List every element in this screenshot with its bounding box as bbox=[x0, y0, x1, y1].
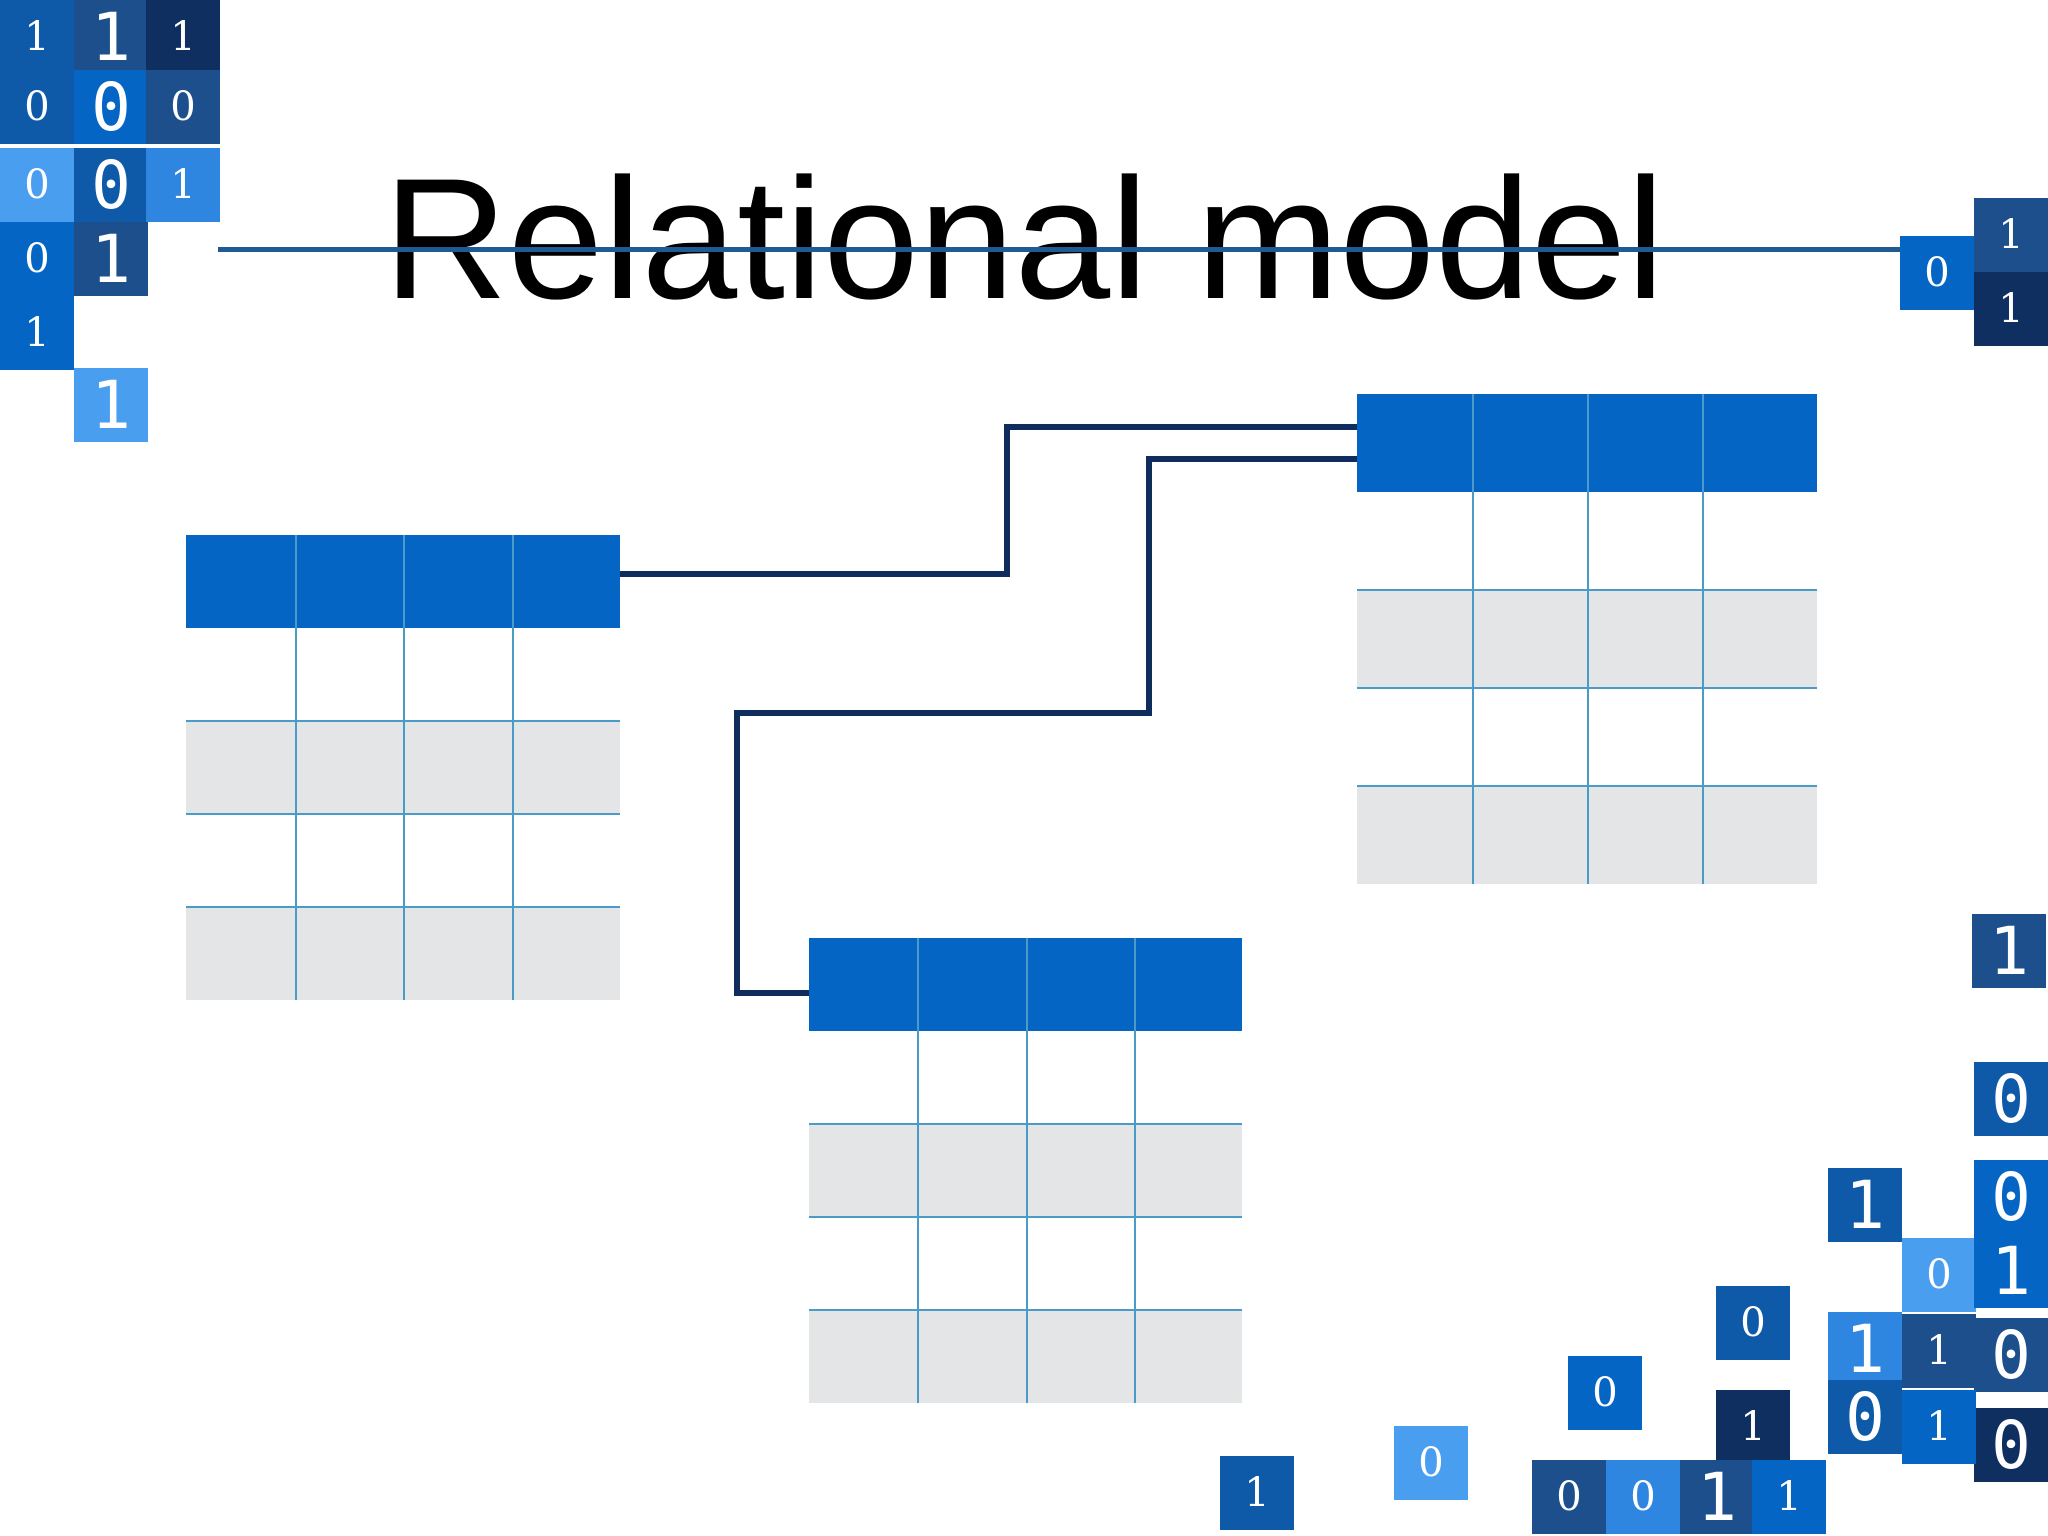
binary-digit-tile: 0 bbox=[74, 148, 148, 222]
binary-digit-tile: 0 bbox=[0, 222, 74, 296]
binary-digit-tile: 0 bbox=[1606, 1460, 1680, 1534]
binary-digit-tile: 1 bbox=[74, 222, 148, 296]
binary-digit-tile: 0 bbox=[74, 70, 148, 144]
binary-digit-tile: 1 bbox=[1974, 1234, 2048, 1308]
column-divider bbox=[295, 535, 297, 1000]
column-divider bbox=[403, 535, 405, 1000]
column-divider bbox=[917, 938, 919, 1403]
binary-digit-tile: 0 bbox=[1532, 1460, 1606, 1534]
binary-digit-tile: 1 bbox=[1974, 198, 2048, 272]
column-divider bbox=[1472, 394, 1474, 884]
binary-digit-tile: 1 bbox=[146, 0, 220, 74]
row-divider bbox=[809, 1309, 1242, 1311]
binary-digit-tile: 1 bbox=[1828, 1168, 1902, 1242]
binary-digit-tile: 1 bbox=[1220, 1456, 1294, 1530]
binary-digit-tile: 0 bbox=[1828, 1380, 1902, 1454]
column-divider bbox=[1026, 938, 1028, 1403]
binary-digit-tile: 1 bbox=[1902, 1390, 1976, 1464]
binary-digit-tile: 0 bbox=[146, 70, 220, 144]
binary-digit-tile: 0 bbox=[1974, 1160, 2048, 1234]
column-divider bbox=[512, 535, 514, 1000]
column-divider bbox=[1702, 394, 1704, 884]
binary-digit-tile: 1 bbox=[74, 368, 148, 442]
table-header bbox=[809, 938, 1242, 1031]
title-divider bbox=[218, 247, 1901, 252]
column-divider bbox=[1587, 394, 1589, 884]
binary-digit-tile: 1 bbox=[1680, 1460, 1754, 1534]
row-divider bbox=[809, 1123, 1242, 1125]
binary-digit-tile: 1 bbox=[0, 296, 74, 370]
binary-digit-tile: 1 bbox=[0, 0, 74, 74]
table-row bbox=[809, 1310, 1242, 1403]
table-row bbox=[809, 1217, 1242, 1310]
binary-digit-tile: 0 bbox=[1974, 1318, 2048, 1392]
binary-digit-tile: 0 bbox=[1716, 1286, 1790, 1360]
binary-digit-tile: 1 bbox=[1972, 914, 2046, 988]
binary-digit-tile: 1 bbox=[1828, 1312, 1902, 1386]
column-divider bbox=[1134, 938, 1136, 1403]
binary-digit-tile: 0 bbox=[1974, 1408, 2048, 1482]
binary-digit-tile: 1 bbox=[1752, 1460, 1826, 1534]
binary-digit-tile: 1 bbox=[1974, 272, 2048, 346]
right-table bbox=[1357, 394, 1817, 884]
table-row bbox=[809, 1124, 1242, 1217]
binary-digit-tile: 0 bbox=[1900, 236, 1974, 310]
binary-digit-tile: 1 bbox=[74, 0, 148, 74]
binary-digit-tile: 0 bbox=[0, 148, 74, 222]
table-row bbox=[809, 1031, 1242, 1124]
left-table bbox=[186, 535, 620, 1000]
binary-digit-tile: 0 bbox=[1974, 1062, 2048, 1136]
binary-digit-tile: 0 bbox=[0, 70, 74, 144]
binary-digit-tile: 1 bbox=[1902, 1314, 1976, 1388]
row-divider bbox=[809, 1216, 1242, 1218]
slide-title: Relational model bbox=[383, 143, 1665, 336]
binary-digit-tile: 1 bbox=[1716, 1390, 1790, 1464]
bottom-table bbox=[809, 938, 1242, 1403]
binary-digit-tile: 0 bbox=[1568, 1356, 1642, 1430]
binary-digit-tile: 0 bbox=[1394, 1426, 1468, 1500]
binary-digit-tile: 1 bbox=[146, 148, 220, 222]
binary-digit-tile: 0 bbox=[1902, 1238, 1976, 1312]
